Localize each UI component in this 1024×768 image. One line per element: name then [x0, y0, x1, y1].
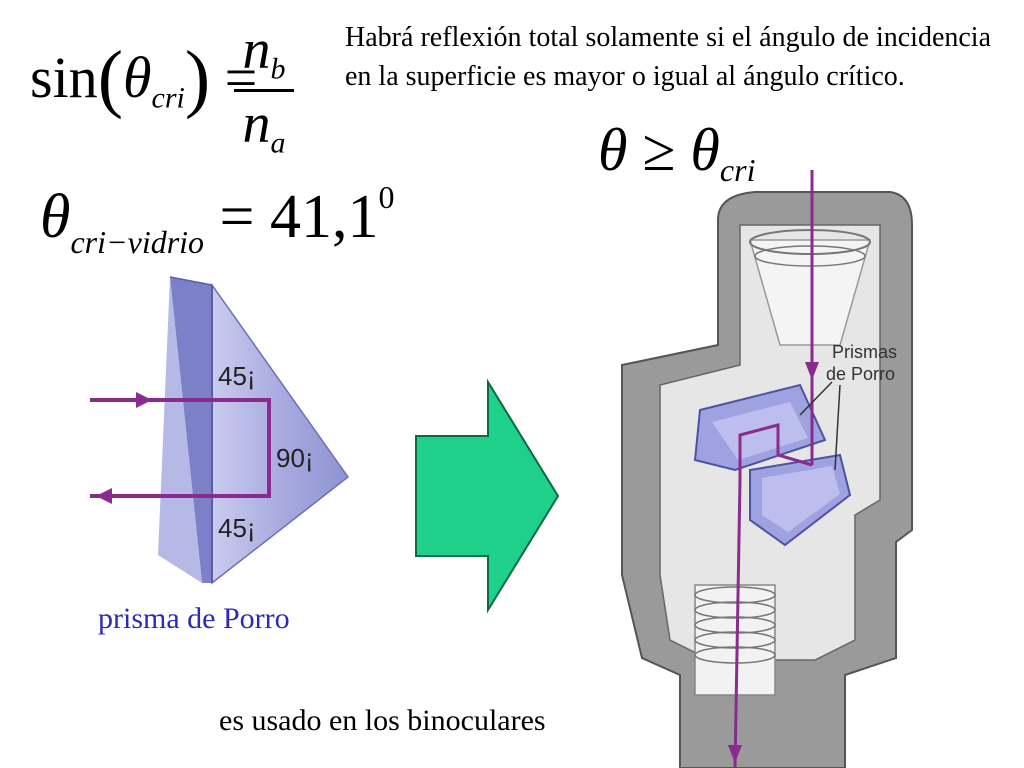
fraction-numerator: nb [242, 19, 286, 86]
critical-angle-formula: sin(θcri) = [30, 40, 257, 116]
theta-subscript: cri−vidrio [70, 224, 205, 260]
binocular-ray-path [728, 170, 819, 768]
total-reflection-explanation: Habrá reflexión total solamente si el án… [345, 22, 991, 92]
binocular-cutaway-illustration: Prismas de Porro [621, 170, 913, 768]
equals-sign: = [224, 44, 258, 110]
theta-symbol: θ [40, 183, 71, 251]
fraction-denominator: na [242, 92, 286, 159]
close-paren: ) [184, 36, 211, 120]
callout-label-line2: de Porro [826, 364, 895, 384]
sin-function: sin [30, 44, 98, 110]
equals-sign: = [219, 183, 255, 251]
theta-symbol: θ [123, 44, 152, 110]
callout-label-line1: Prismas [832, 342, 897, 362]
porro-prisms [693, 383, 852, 547]
theta-symbol: θ [690, 117, 720, 183]
angle-label-apex: 90¡ [276, 443, 314, 473]
prism-ray-path [90, 392, 271, 504]
porro-prism-illustration: 45¡ 90¡ 45¡ [90, 276, 350, 585]
theta-subscript: cri [151, 81, 185, 115]
binocular-caption: es usado en los binoculares [219, 704, 546, 737]
prism-callout: Prismas de Porro [799, 342, 897, 471]
index-ratio-fraction: nb na [234, 19, 294, 159]
outgoing-ray-arrowhead [96, 488, 112, 504]
theta-subscript: cri [719, 152, 756, 189]
geq-sign: ≥ [642, 117, 676, 183]
binocular-folded-ray [733, 423, 813, 768]
angle-label-top: 45¡ [218, 361, 256, 391]
right-arrow-icon [415, 378, 560, 614]
angle-value: 41,1 [270, 183, 379, 251]
incoming-ray-arrowhead [136, 392, 152, 408]
incidence-condition-formula: θ ≥ θcri [598, 120, 755, 186]
prism-edge-face [158, 277, 202, 583]
prism-side-face [170, 277, 212, 583]
open-paren: ( [97, 36, 123, 120]
prism-body [158, 276, 350, 585]
glass-critical-angle-formula: θcri−vidrio = 41,10 [40, 181, 395, 260]
theta-symbol: θ [598, 117, 628, 183]
prism-caption: prisma de Porro [98, 602, 290, 635]
fraction-bar [234, 88, 294, 92]
angle-label-bottom: 45¡ [218, 513, 256, 543]
degree-superscript: 0 [378, 179, 395, 216]
